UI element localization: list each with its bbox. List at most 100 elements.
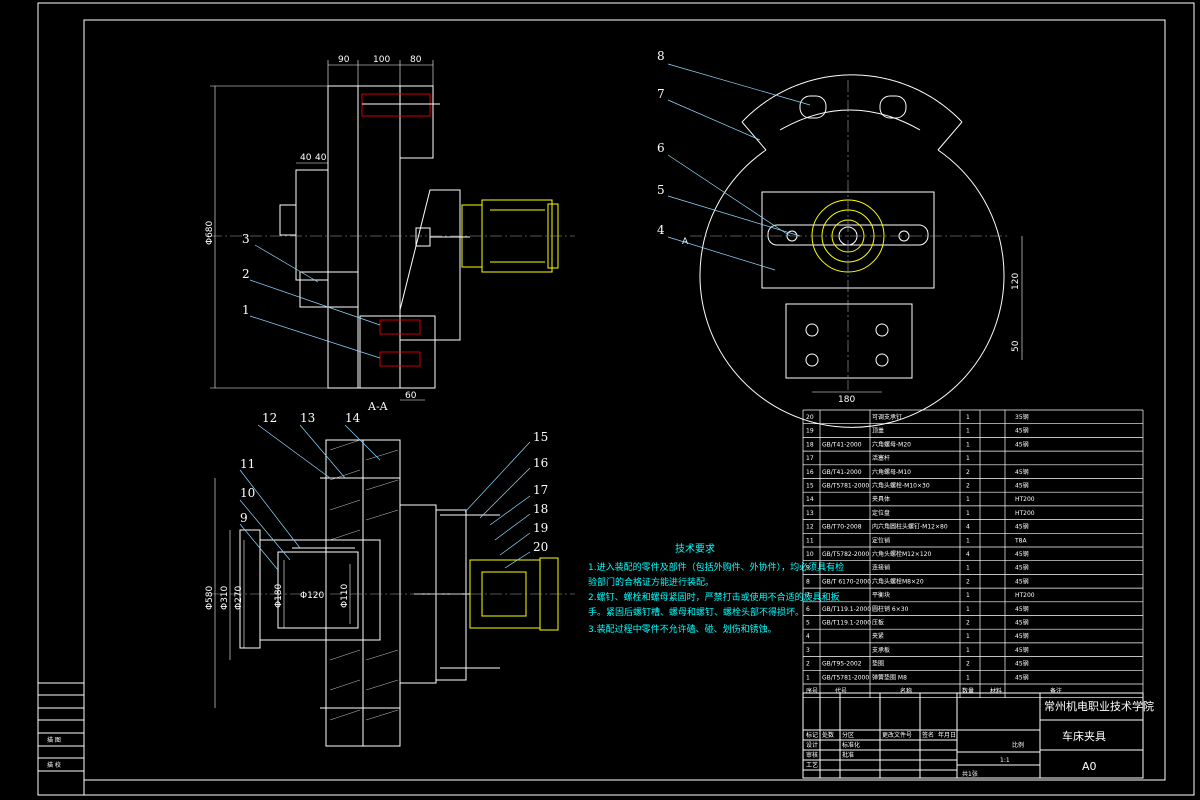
bom-cell-material: HT200 [1015,510,1035,517]
bom-cell-no: 2 [806,661,810,668]
bom-cell-material: 45钢 [1015,468,1029,476]
school-name: 常州机电职业技术学院 [1044,699,1154,713]
bom-header-cell: 备注 [1050,687,1062,695]
margin-label-2: 描 校 [47,761,61,769]
bom-cell-qty: 1 [966,537,970,544]
balloon-19: 19 [533,521,548,535]
bom-cell-material: 35钢 [1015,413,1029,421]
bom-cell-qty: 2 [966,578,970,585]
balloon-15: 15 [533,430,548,444]
tb-sign: 签名 [922,731,934,739]
balloon-9: 9 [240,511,248,525]
bom-header-cell: 材料 [990,687,1002,695]
front-view: 90 100 80 40 40 Φ680 60 A-A 3 2 1 [205,55,575,413]
bom-cell-qty: 1 [966,606,970,613]
bom-cell-no: 19 [806,428,814,435]
note-line-2: 验部门的合格证方能进行装配。 [588,576,714,588]
bom-cell-qty: 2 [966,483,970,490]
bom-cell-material: 45钢 [1015,632,1029,640]
bom-cell-no: 5 [806,620,810,627]
tb-sheet: 共1张 [962,770,978,778]
left-margin-table: 描 图 描 校 [37,682,85,796]
bom-cell-name: 可调支承钉 [872,413,902,421]
tb-zone: 分区 [842,731,854,739]
bom-cell-code: GB/T41-2000 [822,469,862,476]
bom-cell-no: 12 [806,524,814,531]
bom-cell-no: 8 [806,578,810,585]
dim-top-2: 100 [373,55,390,65]
dim-mid-1: 40 [300,153,312,163]
bom-cell-no: 6 [806,606,810,613]
section-mark-a: A [682,237,689,247]
dim-side-3: 50 [1011,340,1021,352]
bom-cell-qty: 4 [966,524,970,531]
bom-cell-qty: 1 [966,441,970,448]
bom-cell-material: 45钢 [1015,440,1029,448]
dim-sec-4: Φ180 [274,583,284,608]
dim-side-2: 120 [1011,273,1021,290]
technical-notes: 技术要求 1.进入装配的零件及部件（包括外购件、外协件），均必须具有检 验部门的… [588,542,844,635]
dim-bottom: 60 [405,391,417,401]
tb-role-5: 批准 [842,751,854,759]
bom-cell-material: 45钢 [1015,427,1029,435]
dim-top-1: 90 [338,55,350,65]
bom-cell-no: 15 [806,483,814,490]
bom-cell-name: 垫圈 [872,660,884,668]
margin-label-1: 描 图 [47,736,61,744]
tb-role-2: 审核 [806,751,818,759]
dim-side-1: 180 [838,395,855,405]
balloon-11: 11 [240,457,255,471]
dim-sec-1: Φ580 [205,585,215,610]
bom-cell-code: GB/T5782-2000 [822,551,869,558]
section-label-aa: A-A [367,400,389,413]
note-line-1: 1.进入装配的零件及部件（包括外购件、外协件），均必须具有检 [588,561,844,573]
dim-sec-2: Φ310 [220,585,230,610]
balloon-6: 6 [657,141,665,155]
bom-cell-code: GB/T41-2000 [822,441,862,448]
balloon-7: 7 [657,87,665,101]
bom-cell-name: 定位销 [872,536,890,544]
bom-cell-no: 9 [806,565,810,572]
note-line-4: 手。紧固后螺钉槽、螺母和螺钉、螺栓头部不得损坏。 [588,606,804,618]
bom-cell-name: 内六角圆柱头螺钉-M12×80 [872,523,948,531]
bore-label: Φ120 [300,591,325,601]
bom-cell-qty: 1 [966,414,970,421]
tb-scale-label: 比例 [1012,741,1024,749]
bom-cell-material: 45钢 [1015,646,1029,654]
bom-cell-code: GB/T5781-2000 [822,483,869,490]
bom-cell-no: 18 [806,441,814,448]
balloon-16: 16 [533,456,548,470]
bom-cell-code: GB/T119.1-2000 [822,606,871,613]
bom-cell-material: T8A [1014,537,1027,544]
bom-cell-name: 平衡块 [872,591,890,599]
balloon-20: 20 [533,540,548,554]
bom-cell-qty: 1 [966,647,970,654]
bom-cell-qty: 2 [966,620,970,627]
paper-size: A0 [1082,760,1097,773]
tb-change: 更改文件号 [882,731,912,739]
title-block: 标记 处数 分区 更改文件号 签名 年月日 设计 审核 工艺 标准化 批准 比例… [802,692,1154,779]
balloon-2: 2 [242,267,250,281]
dim-top-3: 80 [410,55,422,65]
dim-height: Φ680 [205,220,215,245]
bom-cell-material: HT200 [1015,592,1035,599]
bom-cell-name: 夹具体 [872,495,890,503]
bom-cell-name: 六角头螺栓M12×120 [872,550,931,558]
bom-cell-name: 支承板 [872,646,890,654]
bom-cell-qty: 1 [966,455,970,462]
bom-cell-material: 45钢 [1015,523,1029,531]
bom-cell-qty: 1 [966,633,970,640]
bom-header-cell: 序号 [806,687,818,695]
tb-mark: 标记 [806,731,818,739]
balloon-5: 5 [657,183,665,197]
bom-cell-qty: 1 [966,674,970,681]
side-view: 180 120 50 A 8 7 6 5 4 [657,49,1023,428]
tb-count: 处数 [822,731,834,739]
bom-cell-name: 活塞杆 [872,454,890,462]
bom-cell-name: 定位盘 [872,509,890,517]
bom-cell-code: GB/T5781-2000 [822,674,869,681]
bom-cell-no: 7 [806,592,810,599]
bom-cell-name: 六角头螺栓M8×20 [872,577,924,585]
bom-cell-name: 六角头螺栓-M10×30 [872,482,930,490]
